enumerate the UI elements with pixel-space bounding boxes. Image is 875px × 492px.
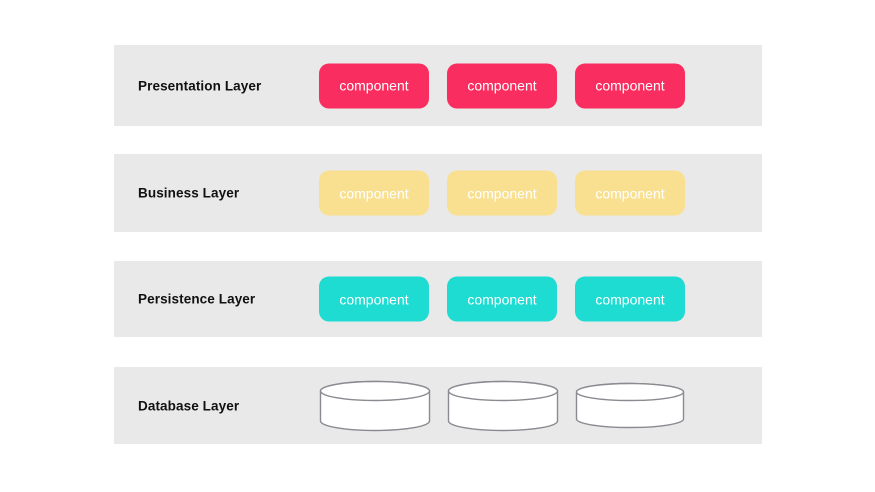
component-box: component: [575, 170, 685, 216]
component-box: component: [319, 170, 429, 216]
component-box: component: [447, 276, 557, 322]
component-box: component: [319, 63, 429, 108]
layer-label-presentation: Presentation Layer: [138, 78, 262, 93]
component-label: component: [339, 185, 409, 201]
layer-label-business: Business Layer: [138, 185, 240, 201]
layer-band-presentation: Presentation Layer component component c…: [114, 45, 762, 126]
layer-label-database: Database Layer: [138, 398, 240, 413]
component-box: component: [575, 63, 685, 108]
component-box: component: [447, 170, 557, 216]
database-cylinder-icon: [575, 382, 685, 429]
layer-band-database: Database Layer: [114, 367, 762, 444]
layer-band-persistence: Persistence Layer component component co…: [114, 261, 762, 337]
component-box: component: [575, 276, 685, 322]
component-box: component: [447, 63, 557, 108]
component-label: component: [467, 291, 537, 307]
layer-label-persistence: Persistence Layer: [138, 291, 256, 307]
component-group-business: component component component: [319, 170, 685, 216]
component-group-presentation: component component component: [319, 63, 685, 108]
component-label: component: [339, 77, 409, 94]
component-label: component: [595, 185, 665, 201]
component-label: component: [595, 77, 665, 94]
component-label: component: [467, 77, 537, 94]
database-cylinder-icon: [447, 380, 559, 431]
component-label: component: [339, 291, 409, 307]
component-label: component: [595, 291, 665, 307]
component-box: component: [319, 276, 429, 322]
component-label: component: [467, 185, 537, 201]
layer-band-business: Business Layer component component compo…: [114, 154, 762, 232]
database-cylinder-icon: [319, 380, 431, 431]
component-group-persistence: component component component: [319, 276, 685, 322]
component-group-database: [319, 380, 685, 432]
